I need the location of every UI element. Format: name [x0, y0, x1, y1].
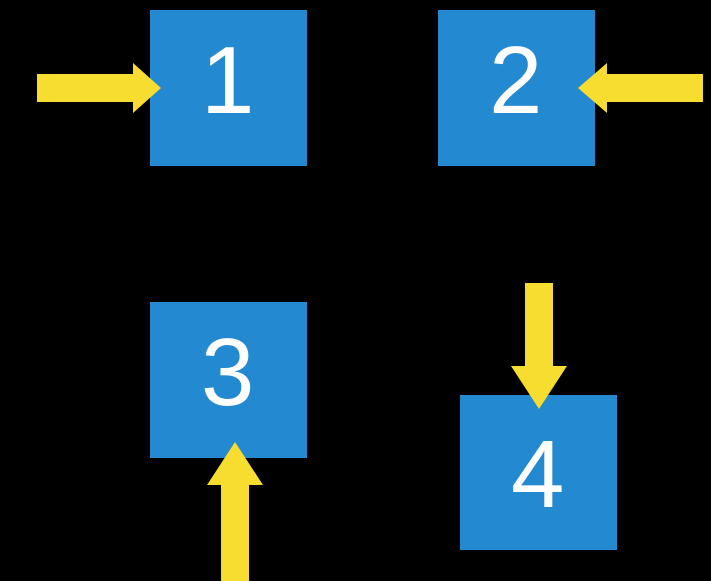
node-label-1: 1 [201, 27, 255, 134]
node-box-1[interactable] [150, 10, 307, 166]
arrow-right-into-node-1 [37, 63, 161, 113]
arrow-left-into-node-2 [578, 63, 703, 113]
arrow-up-into-node-3 [207, 442, 263, 581]
node-label-4: 4 [511, 421, 565, 528]
arrow-up-shape [207, 442, 263, 581]
node-label-3: 3 [201, 319, 255, 426]
node-label-2: 2 [489, 27, 543, 134]
node-box-4[interactable] [460, 395, 617, 550]
arrow-left-shape [578, 63, 703, 113]
arrow-down-into-node-4 [511, 283, 567, 409]
arrow-right-shape [37, 63, 161, 113]
node-box-3[interactable] [150, 302, 307, 458]
node-box-2[interactable] [438, 10, 595, 166]
arrow-down-shape [511, 283, 567, 409]
